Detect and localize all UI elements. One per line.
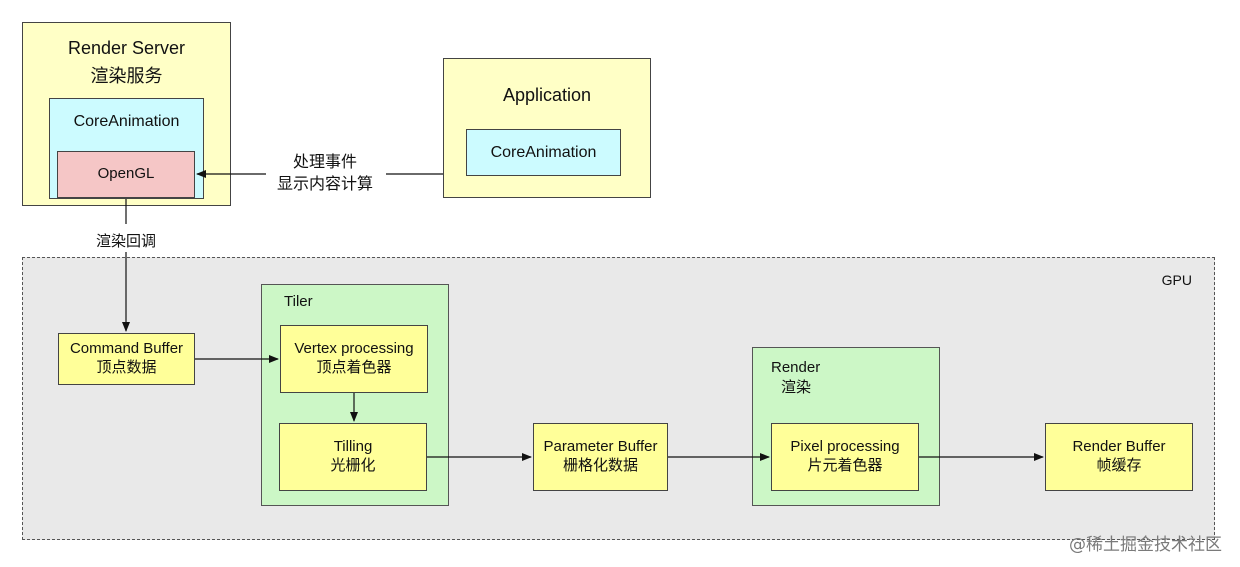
command-buffer-box: Command Buffer 顶点数据 [58,333,195,385]
render-group-label: Render 渲染 [771,358,820,399]
render-server-coreanimation-label: CoreAnimation [73,113,180,130]
tilling-en: Tilling [333,438,373,456]
events-edge-label: 处理事件 显示内容计算 [266,152,384,197]
render-group-label-en: Render [771,359,821,376]
render-server-title-zh: 渲染服务 [90,66,163,86]
render-buffer-en: Render Buffer [1072,438,1166,456]
command-buffer-en: Command Buffer [69,340,184,358]
parameter-buffer-en: Parameter Buffer [543,438,658,456]
parameter-buffer-zh: 栅格化数据 [562,457,638,474]
render-callback-label: 渲染回调 [94,230,158,251]
opengl-box: OpenGL [57,151,195,198]
tiler-label: Tiler [284,293,313,310]
command-buffer-zh: 顶点数据 [96,359,157,376]
tilling-zh: 光栅化 [330,457,376,474]
application-title: Application [502,85,592,105]
events-edge-label-line1: 处理事件 [292,154,357,171]
vertex-processing-en: Vertex processing [294,340,414,358]
render-server-title: Render Server 渲染服务 [23,38,230,88]
tilling-box: Tilling 光栅化 [279,423,427,491]
parameter-buffer-box: Parameter Buffer 栅格化数据 [533,423,668,491]
vertex-processing-zh: 顶点着色器 [316,359,392,376]
pixel-processing-zh: 片元着色器 [807,457,883,474]
pixel-processing-en: Pixel processing [790,438,900,456]
gpu-label: GPU [1161,272,1192,288]
events-edge-label-line2: 显示内容计算 [276,176,373,194]
application-coreanimation-box: CoreAnimation [466,129,621,176]
pixel-processing-box: Pixel processing 片元着色器 [771,423,919,491]
render-server-title-en: Render Server [67,38,186,58]
render-buffer-zh: 帧缓存 [1096,457,1142,474]
gpu-container: GPU [22,257,1215,540]
vertex-processing-box: Vertex processing 顶点着色器 [280,325,428,393]
watermark: @稀土掘金技术社区 [1069,535,1222,555]
opengl-label: OpenGL [97,165,155,183]
application-coreanimation-label: CoreAnimation [490,143,597,161]
render-group-label-zh: 渲染 [781,379,812,397]
render-buffer-box: Render Buffer 帧缓存 [1045,423,1193,491]
